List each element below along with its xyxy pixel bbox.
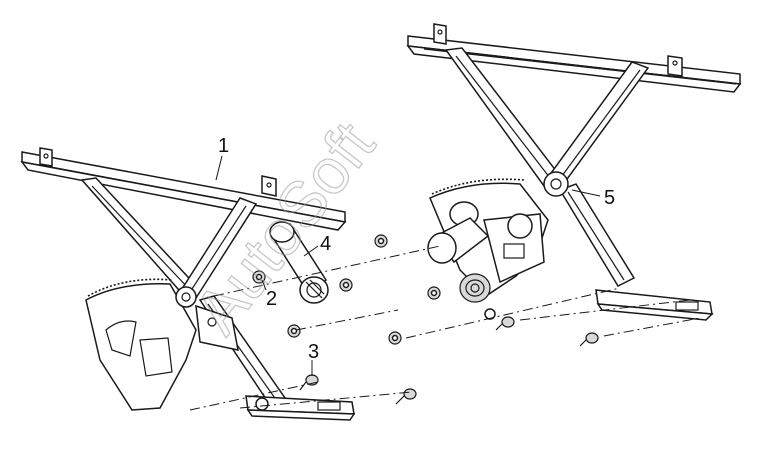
- part-label-5: 5: [604, 187, 615, 209]
- left-sector-gear: [85, 278, 197, 411]
- part-label-1: 1: [218, 135, 229, 157]
- left-guide-rail: [20, 147, 347, 231]
- bolt: [395, 388, 417, 405]
- assembly-center-lines: [189, 245, 701, 411]
- right-guide-rail: [406, 23, 742, 93]
- right-regulator-assembly: [374, 23, 742, 347]
- right-scissor-arms: [444, 47, 650, 287]
- part-label-3: 3: [308, 341, 319, 363]
- right-fasteners: [374, 234, 599, 347]
- window-motor: [427, 201, 545, 320]
- right-lower-bracket: [595, 289, 714, 321]
- autosoft-watermark: AutoSoft: [180, 108, 389, 347]
- part-callouts: 1 2 3 4 5: [215, 135, 615, 376]
- part-label-2: 2: [266, 288, 277, 310]
- part-label-4: 4: [320, 233, 331, 255]
- left-regulator-assembly: [20, 147, 417, 421]
- left-lower-bracket: [195, 304, 356, 421]
- left-fasteners: [252, 270, 417, 405]
- left-pulley-arm: [269, 221, 329, 304]
- watermark-text: AutoSoft: [180, 109, 388, 347]
